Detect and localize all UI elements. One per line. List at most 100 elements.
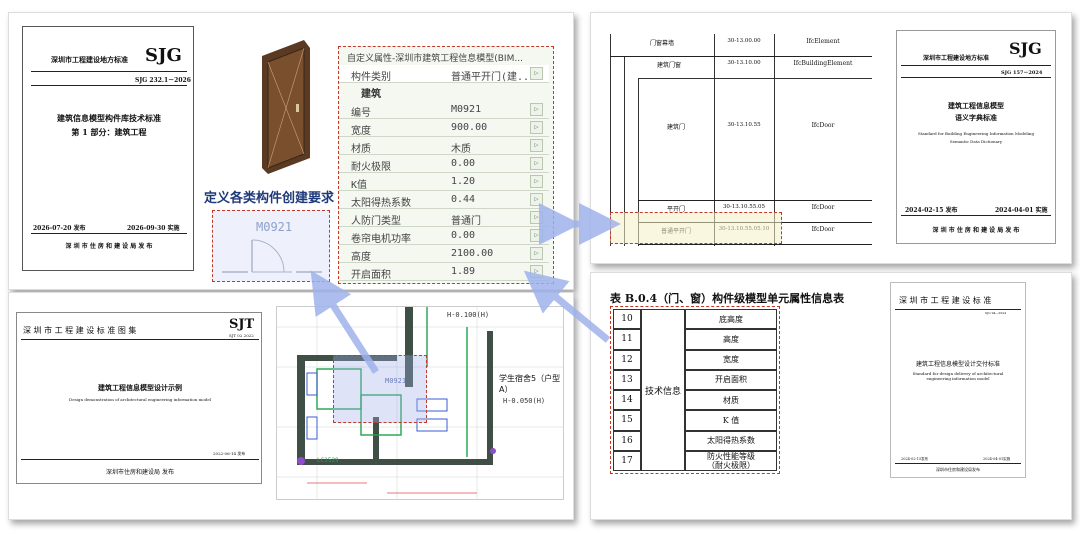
property-key: 高度 xyxy=(351,252,371,263)
atlas-date: 2022-06-14 发布 xyxy=(213,451,246,456)
cover3-issue-date: 2024-02-15发布 xyxy=(901,457,929,461)
property-key: 太阳得热系数 xyxy=(351,198,411,209)
cover2-title: 建筑工程信息模型 xyxy=(948,101,1004,110)
cover3-publisher: 深圳市住房和建设局发布 xyxy=(936,467,980,472)
property-value: M0921 xyxy=(451,104,482,115)
plan-door-highlight xyxy=(333,355,427,423)
class-ifc: IfcDoor xyxy=(811,122,835,129)
cover2-issue-date: 2024-02-15 发布 xyxy=(905,207,958,214)
attribute-name: 高度 xyxy=(685,329,777,350)
attribute-table-title: 表 B.0.4（门、窗）构件级模型单元属性信息表 xyxy=(610,292,845,305)
expand-button[interactable]: ▷ xyxy=(530,103,543,116)
property-row: 太阳得热系数 0.44 ▷ xyxy=(339,191,549,209)
cover3-title: 建筑工程信息模型设计交付标准 xyxy=(915,361,1000,368)
expand-button[interactable]: ▷ xyxy=(530,247,543,260)
door-plan-symbol xyxy=(222,239,322,273)
property-value: 0.44 xyxy=(451,194,476,205)
attribute-name: 宽度 xyxy=(685,349,777,370)
class-ifc: IfcDoor xyxy=(811,204,835,211)
door-plan-label: M0921 xyxy=(256,220,293,234)
expand-button[interactable]: ▷ xyxy=(530,229,543,242)
property-row: K值 1.20 ▷ xyxy=(339,173,549,191)
property-key: 宽度 xyxy=(351,126,371,137)
attribute-number: 13 xyxy=(613,369,641,390)
attribute-number: 16 xyxy=(613,430,641,451)
property-row: 开启面积 1.89 ▷ xyxy=(339,263,549,281)
attribute-number: 15 xyxy=(613,410,641,431)
attribute-name: 太阳得热系数 xyxy=(685,430,777,451)
expand-button[interactable]: ▷ xyxy=(530,121,543,134)
expand-button[interactable]: ▷ xyxy=(530,175,543,188)
atlas-number: SJT 02 2022 xyxy=(229,333,254,338)
attribute-name: K 值 xyxy=(685,410,777,431)
property-value: 0.00 xyxy=(451,158,476,169)
attribute-name: 材质 xyxy=(685,390,777,411)
standard-cover-sjg-157: 深圳市工程建设地方标准 SJG SJG 157－2024 建筑工程信息模型 语义… xyxy=(896,30,1056,244)
property-value: 0.00 xyxy=(451,230,476,241)
attribute-name: 底高度 xyxy=(685,309,777,330)
cover2-effective-date: 2024-04-01 实施 xyxy=(995,207,1048,214)
property-row: 高度 2100.00 ▷ xyxy=(339,245,549,263)
expand-button[interactable]: ▷ xyxy=(530,265,543,278)
expand-button[interactable]: ▷ xyxy=(530,139,543,152)
cover-org: 深圳市工程建设地方标准 xyxy=(51,55,128,64)
cover2-code: SJG xyxy=(1009,39,1042,58)
cover-number: SJG 232.1－2026 xyxy=(135,77,191,84)
class-name: 建筑门 xyxy=(666,124,685,131)
class-ifc: IfcDoor xyxy=(811,226,835,233)
class-ifc: IfcBuildingElement xyxy=(793,60,853,67)
attribute-number: 12 xyxy=(613,349,641,370)
expand-button[interactable]: ▷ xyxy=(530,193,543,206)
property-value: 1.20 xyxy=(451,176,476,187)
property-section-title: 建筑 xyxy=(361,89,381,100)
property-key: K值 xyxy=(351,180,368,191)
property-row: 编号 M0921 ▷ xyxy=(339,101,549,119)
expand-button[interactable]: ▷ xyxy=(530,157,543,170)
cover2-number: SJG 157－2024 xyxy=(1001,70,1043,76)
attribute-number: 14 xyxy=(613,390,641,411)
cover-publisher: 深 圳 市 住 房 和 建 设 局 发 布 xyxy=(65,243,153,250)
cover3-english: Standard for design delivery of architec… xyxy=(912,371,1004,381)
expand-button[interactable]: ▷ xyxy=(530,67,543,80)
atlas-title: 建筑工程信息模型设计示例 xyxy=(98,383,182,392)
class-name: 建筑门窗 xyxy=(656,62,681,69)
atlas-publisher: 深圳市住房和建设局 发布 xyxy=(106,469,174,476)
property-value: 2100.00 xyxy=(451,248,494,259)
property-panel: 自定义属性-深圳市建筑工程信息模型(BIM... 构件类别 普通平开门(建...… xyxy=(338,46,554,284)
plan-label-window: LC1529 xyxy=(317,457,339,464)
property-value: 普通门 xyxy=(451,216,481,227)
class-code: 30-13.10.55 xyxy=(727,122,761,128)
property-row: 人防门类型 普通门 ▷ xyxy=(339,209,549,227)
class-name: 平开门 xyxy=(666,206,685,213)
plan-label-level-1: H-0.100(H) xyxy=(447,311,490,319)
floor-plan-drawing: H-0.100(H) 学生宿舍5（户型A） H-0.050(H) M0921 L… xyxy=(276,306,564,500)
plan-label-door: M0921 xyxy=(385,377,407,385)
atlas-code: SJT xyxy=(229,317,255,332)
property-key: 编号 xyxy=(351,108,371,119)
property-key: 开启面积 xyxy=(351,270,391,281)
cover-effective-date: 2026-09-30 实施 xyxy=(127,225,180,232)
cover2-english-2: Semantic Data Dictionary xyxy=(949,139,1003,144)
attribute-number: 17 xyxy=(613,450,641,471)
property-value: 1.89 xyxy=(451,266,476,277)
property-key: 人防门类型 xyxy=(351,216,401,227)
expand-button[interactable]: ▷ xyxy=(530,211,543,224)
door-panel-caption: 定义各类构件创建要求 xyxy=(204,191,335,206)
class-ifc: IfcElement xyxy=(806,38,840,45)
property-row-category: 构件类别 普通平开门(建... ▷ xyxy=(339,65,549,83)
class-code: 30-13.10.55.05 xyxy=(722,204,766,210)
cover3-effective-date: 2024-04-01实施 xyxy=(983,457,1011,461)
attribute-number: 11 xyxy=(613,329,641,350)
property-value: 木质 xyxy=(451,144,471,155)
cover3-org: 深 圳 市 工 程 建 设 标 准 xyxy=(899,296,992,305)
atlas-subtitle: Design demonstration of architectural en… xyxy=(69,397,211,402)
attribute-name: 开启面积 xyxy=(685,369,777,390)
atlas-org: 深 圳 市 工 程 建 设 标 准 图 集 xyxy=(23,326,137,335)
cover2-english-1: Standard for Building Engineering Inform… xyxy=(917,131,1035,136)
cover2-org: 深圳市工程建设地方标准 xyxy=(923,55,990,62)
cover-title: 建筑信息模型构件库技术标准 xyxy=(57,113,161,123)
cover2-subtitle: 语义字典标准 xyxy=(955,113,997,122)
